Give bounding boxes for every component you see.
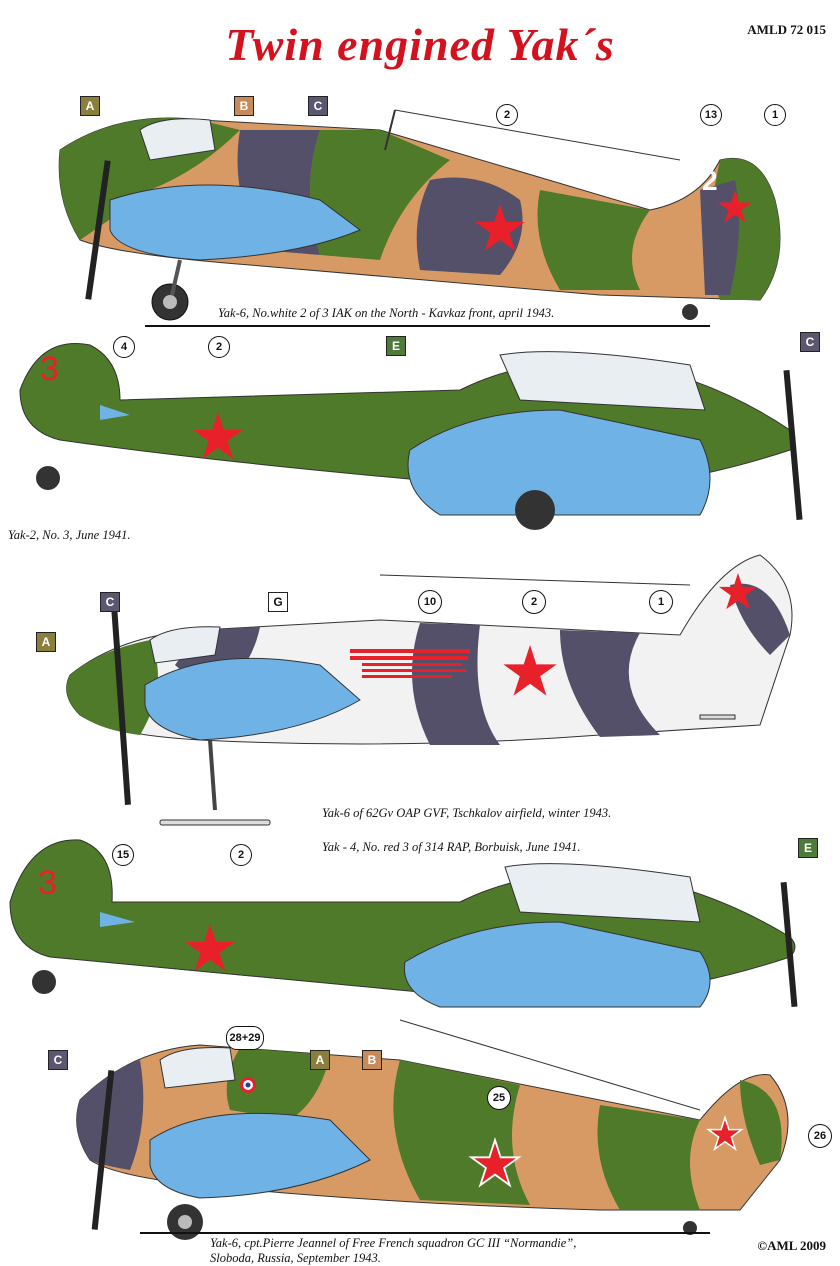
callout-number: 10 [418,590,442,614]
aircraft-caption-line2: Sloboda, Russia, September 1943. [210,1251,381,1265]
aircraft-caption: Yak - 4, No. red 3 of 314 RAP, Borbuisk,… [322,840,581,854]
color-badge-c: C [800,332,820,352]
svg-text:3: 3 [40,350,59,388]
callout-number: 28+29 [226,1026,264,1050]
callout-number: 2 [496,104,518,126]
callout-number: 4 [113,336,135,358]
copyright: ©AML 2009 [757,1238,826,1253]
color-badge-c: C [308,96,328,116]
caption-rule [140,1232,710,1234]
callout-number: 26 [808,1124,832,1148]
aircraft-caption: Yak-6, No.white 2 of 3 IAK on the North … [218,306,555,320]
callout-number: 13 [700,104,722,126]
color-badge-c: C [48,1050,68,1070]
callout-number: 15 [112,844,134,866]
callout-number: 1 [649,590,673,614]
aircraft-profile-2: 3 [19,343,803,530]
color-badge-a: A [80,96,100,116]
color-badge-b: B [234,96,254,116]
aircraft-caption-line1: Yak-6, cpt.Pierre Jeannel of Free French… [210,1236,577,1250]
color-badge-a: A [310,1050,330,1070]
aircraft-caption: Yak-6 of 62Gv OAP GVF, Tschkalov airfiel… [322,806,612,820]
svg-text:2: 2 [702,165,718,196]
aircraft-profile-3 [66,554,793,826]
caption-rule [145,325,710,327]
product-code: AMLD 72 015 [747,22,826,37]
callout-number: 2 [208,336,230,358]
color-badge-a: A [36,632,56,652]
color-badge-c: C [100,592,120,612]
aircraft-profile-4: 3 [9,839,798,1008]
aircraft-profile-1: 2 [58,109,781,321]
aircraft-profile-5 [76,1019,789,1240]
svg-text:3: 3 [38,864,57,902]
color-badge-g: G [268,592,288,612]
callout-number: 2 [230,844,252,866]
callout-number: 1 [764,104,786,126]
color-badge-e: E [386,336,406,356]
page-title: Twin engined Yak´s [225,19,615,70]
aircraft-caption: Yak-2, No. 3, June 1941. [8,528,131,542]
color-badge-b: B [362,1050,382,1070]
color-badge-e: E [798,838,818,858]
callout-number: 2 [522,590,546,614]
callout-number: 25 [487,1086,511,1110]
